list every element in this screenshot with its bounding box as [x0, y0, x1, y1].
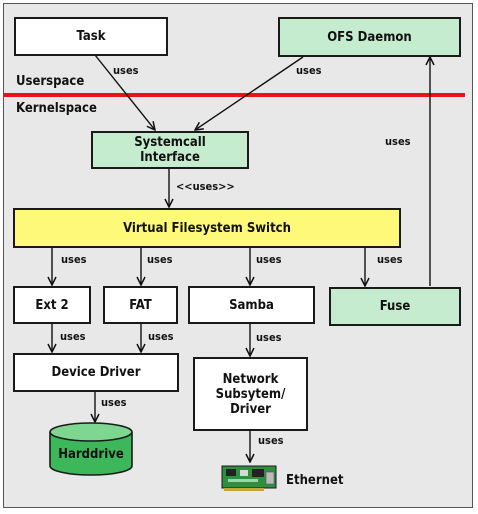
task-box: Task: [14, 17, 168, 56]
ofs-daemon-label: OFS Daemon: [327, 29, 412, 45]
uses-stereotype-label: <<uses>>: [176, 180, 235, 193]
device-driver-label: Device Driver: [51, 365, 141, 380]
uses-label-samba-network: uses: [256, 331, 282, 344]
harddrive-icon: [49, 422, 133, 476]
ext2-box: Ext 2: [13, 286, 91, 324]
uses-label-ext2-device: uses: [60, 330, 86, 343]
uses-label-ext2: uses: [61, 253, 87, 266]
systemcall-interface-box: Systemcall Interface: [91, 131, 249, 169]
device-driver-box: Device Driver: [13, 353, 179, 392]
uses-label-fuse-ofs: uses: [385, 135, 411, 148]
ethernet-card-icon: [221, 465, 277, 491]
samba-label: Samba: [229, 297, 274, 313]
uses-label-device-harddrive: uses: [101, 396, 127, 409]
uses-label-samba: uses: [256, 253, 282, 266]
fat-label: FAT: [129, 297, 152, 313]
ethernet-label: Ethernet: [286, 473, 344, 488]
ext2-label: Ext 2: [35, 297, 69, 313]
fuse-box: Fuse: [329, 287, 461, 326]
kernelspace-label: Kernelspace: [16, 101, 97, 116]
task-label: Task: [76, 29, 106, 44]
network-label-line2: Subsytem/: [215, 386, 286, 402]
arrow-ofs-syscall: [195, 56, 304, 130]
uses-label-fat-device: uses: [148, 330, 174, 343]
network-subsystem-box: Network Subsytem/ Driver: [193, 357, 308, 431]
network-label-line1: Network: [222, 371, 279, 387]
systemcall-label-line1: Systemcall: [134, 135, 206, 150]
harddrive-label: Harddrive: [58, 447, 124, 462]
systemcall-label-line2: Interface: [140, 150, 200, 165]
samba-box: Samba: [188, 286, 315, 324]
uses-label-task: uses: [113, 64, 139, 77]
vfs-box: Virtual Filesystem Switch: [13, 208, 401, 248]
network-label-line3: Driver: [230, 401, 271, 417]
fat-box: FAT: [103, 286, 178, 324]
uses-label-network-ethernet: uses: [258, 434, 284, 447]
vfs-label: Virtual Filesystem Switch: [123, 220, 291, 236]
arrow-task-syscall: [94, 54, 155, 130]
ofs-daemon-box: OFS Daemon: [278, 17, 461, 57]
fuse-label: Fuse: [379, 299, 411, 314]
uses-label-ofs: uses: [296, 64, 322, 77]
userspace-label: Userspace: [16, 74, 85, 89]
uses-label-fat: uses: [147, 253, 173, 266]
uses-label-fuse: uses: [377, 253, 403, 266]
